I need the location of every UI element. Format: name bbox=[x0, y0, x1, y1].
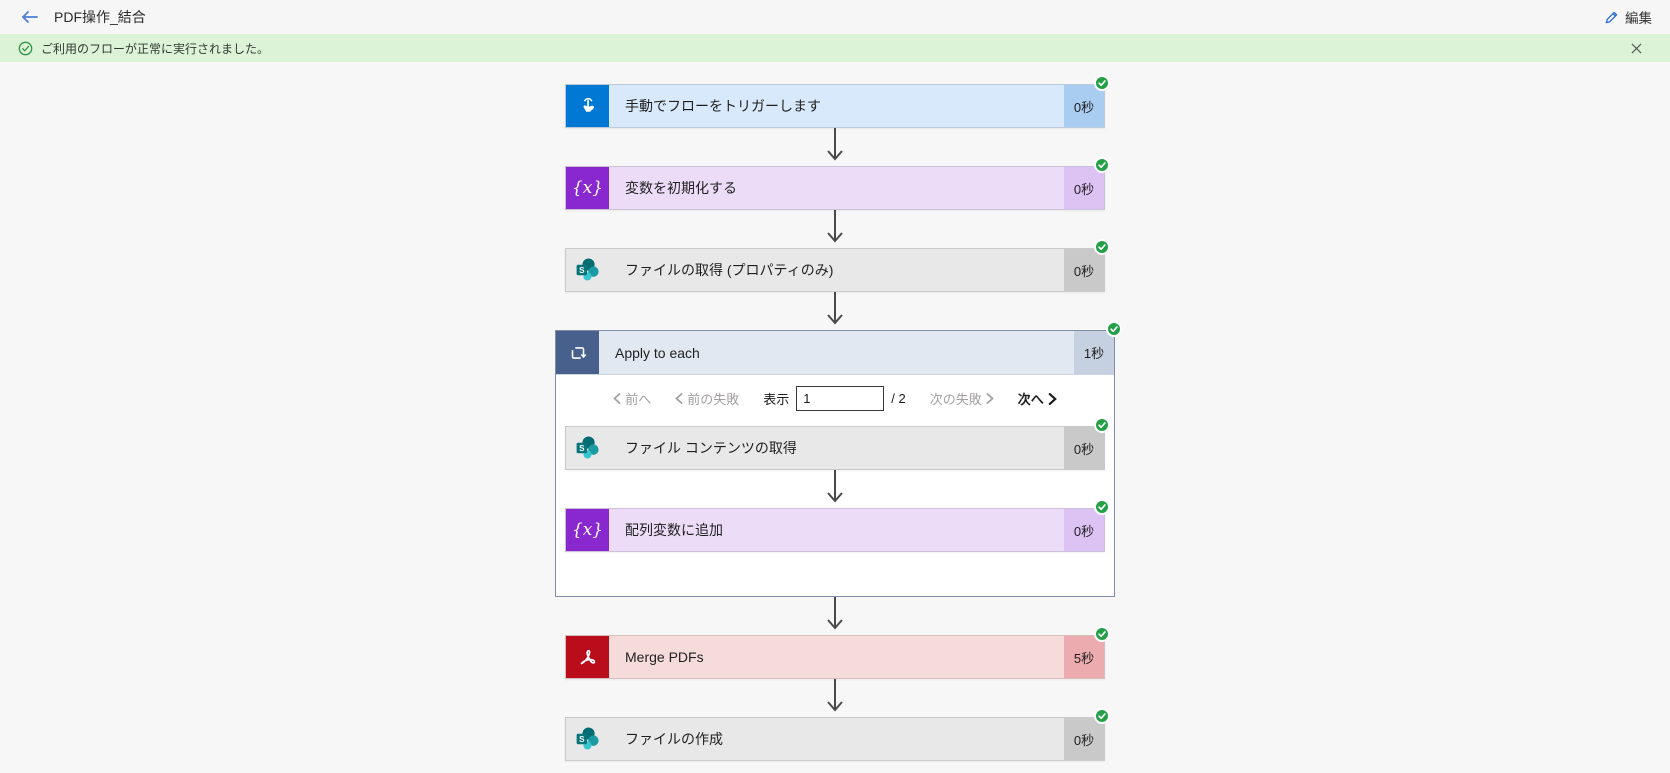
step-get-file-content[interactable]: S ファイル コンテンツの取得 0秒 bbox=[565, 417, 1110, 470]
prev-page-label: 前へ bbox=[625, 392, 652, 407]
connector-arrow bbox=[823, 210, 847, 248]
manual-trigger-icon bbox=[566, 85, 609, 127]
success-status-icon bbox=[1094, 708, 1110, 724]
success-status-icon bbox=[1094, 417, 1110, 433]
prev-failed-button[interactable]: 前の失敗 bbox=[675, 389, 739, 408]
pencil-icon bbox=[1604, 10, 1619, 25]
next-failed-label: 次の失敗 bbox=[929, 392, 982, 407]
success-status-icon bbox=[1094, 157, 1110, 173]
svg-text:S: S bbox=[579, 735, 585, 744]
sharepoint-icon: S bbox=[566, 249, 609, 291]
step-duration: 0秒 bbox=[1064, 249, 1104, 291]
connector-arrow bbox=[823, 292, 847, 330]
step-duration: 0秒 bbox=[1064, 427, 1104, 469]
loop-pagination: 前へ 前の失敗 表示 / 2 次の失敗 次へ bbox=[556, 386, 1114, 411]
step-label: ファイルの作成 bbox=[625, 731, 723, 747]
success-status-icon bbox=[1094, 75, 1110, 91]
sharepoint-icon: S bbox=[566, 427, 609, 469]
adobe-pdf-icon bbox=[566, 636, 609, 678]
apply-to-each-icon bbox=[556, 331, 599, 374]
step-create-file[interactable]: S ファイルの作成 0秒 bbox=[565, 708, 1110, 761]
step-label: ファイルの取得 (プロパティのみ) bbox=[625, 262, 834, 278]
next-failed-button[interactable]: 次の失敗 bbox=[930, 389, 994, 408]
step-append-array-variable[interactable]: {x} 配列変数に追加 0秒 bbox=[565, 499, 1110, 552]
step-label: 配列変数に追加 bbox=[625, 522, 723, 538]
step-manual-trigger[interactable]: 手動でフローをトリガーします 0秒 bbox=[565, 75, 1110, 128]
step-get-files[interactable]: S ファイルの取得 (プロパティのみ) 0秒 bbox=[565, 239, 1110, 292]
edit-button-label: 編集 bbox=[1625, 11, 1652, 26]
sharepoint-icon: S bbox=[566, 718, 609, 760]
next-page-button[interactable]: 次へ bbox=[1018, 389, 1057, 408]
connector-arrow bbox=[823, 597, 847, 635]
prev-page-button[interactable]: 前へ bbox=[613, 389, 651, 408]
back-arrow-icon[interactable] bbox=[18, 7, 42, 27]
connector-arrow bbox=[823, 128, 847, 166]
step-merge-pdfs[interactable]: Merge PDFs 5秒 bbox=[565, 626, 1110, 679]
flow-canvas: 手動でフローをトリガーします 0秒 {x} 変数を初期化する 0秒 S bbox=[0, 62, 1670, 761]
variable-glyph: {x} bbox=[571, 520, 604, 540]
variable-glyph: {x} bbox=[571, 178, 604, 198]
success-status-icon bbox=[1094, 499, 1110, 515]
step-label: ファイル コンテンツの取得 bbox=[625, 440, 797, 456]
variable-icon: {x} bbox=[566, 509, 609, 551]
banner-message: ご利用のフローが正常に実行されました。 bbox=[41, 41, 270, 56]
edit-button[interactable]: 編集 bbox=[1604, 7, 1652, 27]
step-duration: 0秒 bbox=[1064, 509, 1104, 551]
success-status-icon bbox=[1094, 239, 1110, 255]
success-banner: ご利用のフローが正常に実行されました。 bbox=[0, 34, 1670, 62]
prev-failed-label: 前の失敗 bbox=[687, 392, 740, 407]
step-duration: 0秒 bbox=[1064, 167, 1104, 209]
page-number-input[interactable] bbox=[796, 386, 885, 411]
success-status-icon bbox=[1094, 626, 1110, 642]
page-title: PDF操作_結合 bbox=[54, 9, 146, 25]
display-label: 表示 bbox=[763, 392, 790, 407]
success-check-icon bbox=[18, 41, 33, 56]
variable-icon: {x} bbox=[566, 167, 609, 209]
apply-to-each-container: Apply to each 1秒 前へ 前の失敗 表示 / 2 次の失敗 bbox=[555, 321, 1122, 597]
next-page-label: 次へ bbox=[1017, 392, 1044, 407]
step-initialize-variable[interactable]: {x} 変数を初期化する 0秒 bbox=[565, 157, 1110, 210]
success-status-icon bbox=[1106, 321, 1122, 337]
loop-duration: 1秒 bbox=[1074, 331, 1114, 374]
page-total: / 2 bbox=[891, 391, 906, 406]
close-icon[interactable] bbox=[1628, 40, 1644, 56]
top-bar: PDF操作_結合 編集 bbox=[0, 0, 1670, 34]
connector-arrow bbox=[823, 679, 847, 717]
step-label: 変数を初期化する bbox=[625, 180, 737, 196]
step-duration: 0秒 bbox=[1064, 85, 1104, 127]
step-duration: 5秒 bbox=[1064, 636, 1104, 678]
svg-text:S: S bbox=[579, 266, 585, 275]
loop-title: Apply to each bbox=[615, 344, 700, 361]
step-duration: 0秒 bbox=[1064, 718, 1104, 760]
svg-text:S: S bbox=[579, 444, 585, 453]
apply-to-each-header[interactable]: Apply to each 1秒 bbox=[556, 331, 1114, 375]
connector-arrow bbox=[823, 470, 847, 508]
step-label: 手動でフローをトリガーします bbox=[625, 98, 821, 114]
step-label: Merge PDFs bbox=[625, 649, 704, 665]
loop-body: S ファイル コンテンツの取得 0秒 {x} 配列変数に追加 0秒 bbox=[556, 417, 1114, 596]
